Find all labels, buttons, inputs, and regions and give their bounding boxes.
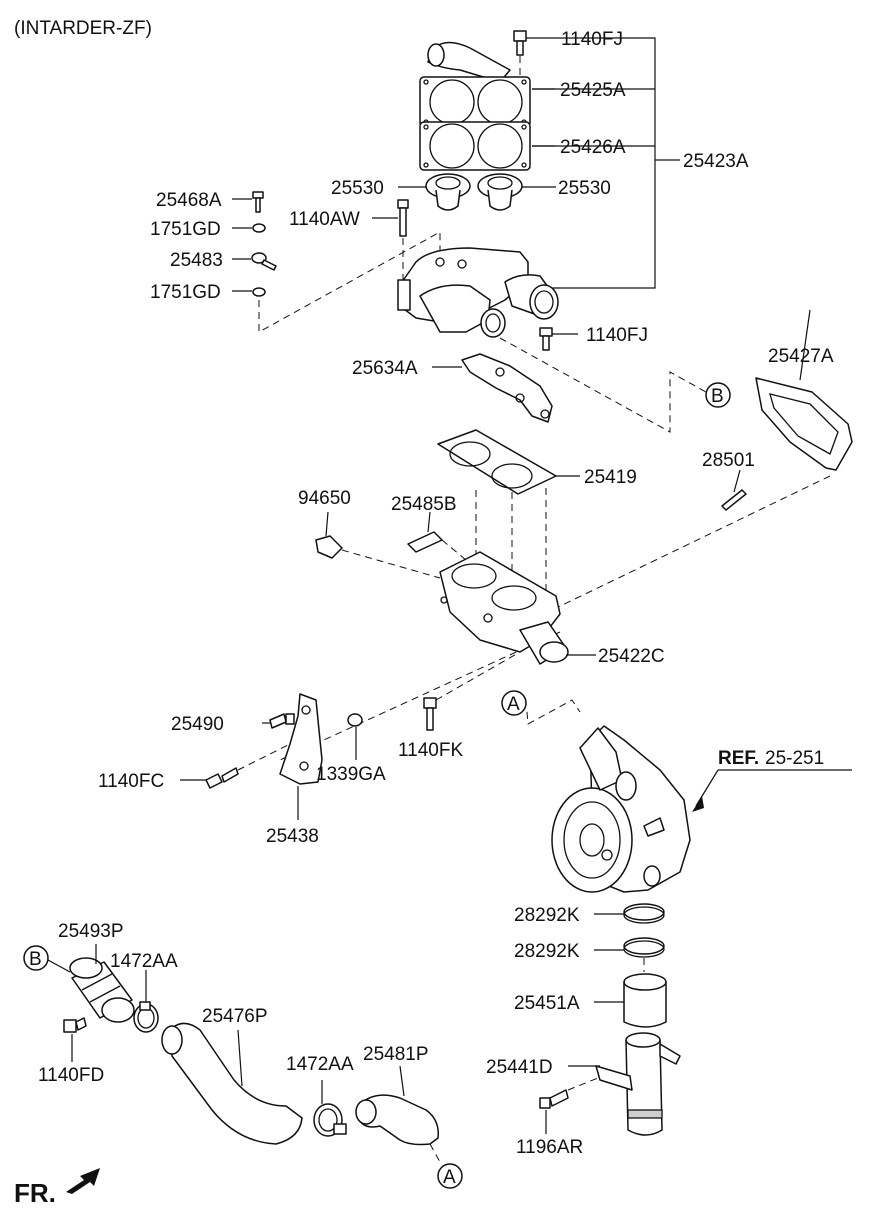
thermostat-25530-left xyxy=(425,173,471,211)
elbow-pipe-top xyxy=(427,41,511,83)
label-25476P: 25476P xyxy=(202,1006,268,1027)
label-1751GD-2: 1751GD xyxy=(150,282,221,303)
label-28292K-2: 28292K xyxy=(514,941,580,962)
bracket-25423A xyxy=(500,37,656,289)
clamp-28292K-2 xyxy=(594,937,665,958)
gasket-25427A xyxy=(755,309,853,471)
label-1339GA: 1339GA xyxy=(316,764,386,785)
bolt-1140FJ-top xyxy=(513,30,548,80)
svg-text:A: A xyxy=(443,1167,456,1188)
banjo-25483 xyxy=(232,252,277,271)
front-direction-arrow xyxy=(66,1168,100,1194)
gasket-25425A xyxy=(419,76,531,128)
label-28292K-1: 28292K xyxy=(514,905,580,926)
label-1140AW: 1140AW xyxy=(289,209,360,230)
label-ref-number: 25-251 xyxy=(765,748,824,769)
callout-b-left: B xyxy=(23,945,49,971)
bolt-1140FK xyxy=(423,651,521,731)
thermostat-housing-25423A xyxy=(397,247,559,338)
label-25490: 25490 xyxy=(171,714,224,735)
label-25422C: 25422C xyxy=(598,646,665,667)
label-25451A: 25451A xyxy=(514,993,580,1014)
label-28501: 28501 xyxy=(702,450,755,471)
callout-a-mid: A xyxy=(501,690,527,716)
label-25634A: 25634A xyxy=(352,358,418,379)
hose-25476P xyxy=(161,1022,303,1145)
callout-b-right: B xyxy=(705,382,731,408)
bolt-1140FC xyxy=(180,743,291,789)
label-1196AR: 1196AR xyxy=(516,1137,583,1158)
nut-1339GA xyxy=(347,713,363,760)
bolt-1196AR xyxy=(539,1077,599,1134)
pipe-25441D xyxy=(568,1032,681,1136)
label-25485B: 25485B xyxy=(391,494,457,515)
washer-1751GD-2 xyxy=(232,287,266,297)
clamp-1472AA-1 xyxy=(133,970,159,1033)
callout-a-bottom: A xyxy=(437,1163,463,1189)
label-25425A: 25425A xyxy=(560,80,626,101)
label-1140FD: 1140FD xyxy=(38,1065,104,1086)
label-1472AA-1: 1472AA xyxy=(110,951,178,972)
label-25423A: 25423A xyxy=(683,151,749,172)
diagram-title: (INTARDER-ZF) xyxy=(14,18,152,39)
thermostat-25530-right xyxy=(477,173,523,211)
plug-25485B xyxy=(407,511,467,561)
water-pump-ref xyxy=(551,725,691,893)
label-25441D: 25441D xyxy=(486,1057,553,1078)
label-front: FR. xyxy=(14,1178,56,1208)
gasket-25419 xyxy=(437,429,580,495)
bolt-1140FJ-mid xyxy=(539,327,578,351)
label-1140FC: 1140FC xyxy=(98,771,164,792)
washer-1751GD-1 xyxy=(232,223,266,233)
label-25419: 25419 xyxy=(584,467,637,488)
clamp-28292K-1 xyxy=(594,903,665,924)
label-1751GD-1: 1751GD xyxy=(150,219,221,240)
label-25468A: 25468A xyxy=(156,190,222,211)
clamp-1472AA-2 xyxy=(313,1080,347,1137)
label-25493P: 25493P xyxy=(58,921,124,942)
label-25426A: 25426A xyxy=(560,137,626,158)
label-1140FJ-mid: 1140FJ xyxy=(586,325,648,346)
label-94650: 94650 xyxy=(298,488,351,509)
svg-text:A: A xyxy=(507,694,520,715)
label-25483: 25483 xyxy=(170,250,223,271)
bolt-1140FD xyxy=(63,1017,87,1062)
label-25427A: 25427A xyxy=(768,346,834,367)
sensor-94650 xyxy=(315,511,441,579)
label-25530-right: 25530 xyxy=(558,178,611,199)
bracket-25634A xyxy=(432,353,553,423)
gasket-25426A xyxy=(419,121,531,171)
bolt-1140AW xyxy=(372,199,409,237)
bolt-25490 xyxy=(262,713,295,729)
label-ref-bold: REF. xyxy=(718,748,759,769)
label-1472AA-2: 1472AA xyxy=(286,1054,354,1075)
hose-25493P xyxy=(69,944,135,1023)
label-1140FK: 1140FK xyxy=(398,740,463,761)
stud-28501 xyxy=(721,469,747,511)
svg-text:B: B xyxy=(711,386,724,407)
label-1140FJ-top: 1140FJ xyxy=(561,29,623,50)
label-25438: 25438 xyxy=(266,826,319,847)
svg-text:B: B xyxy=(29,949,42,970)
label-25481P: 25481P xyxy=(363,1044,429,1065)
bolt-25468A xyxy=(232,191,264,213)
housing-25422C xyxy=(439,551,596,665)
hose-25481P xyxy=(355,1065,439,1146)
label-25530-left: 25530 xyxy=(331,178,384,199)
bracket-25438 xyxy=(279,693,323,820)
hose-25451A xyxy=(594,973,667,1028)
